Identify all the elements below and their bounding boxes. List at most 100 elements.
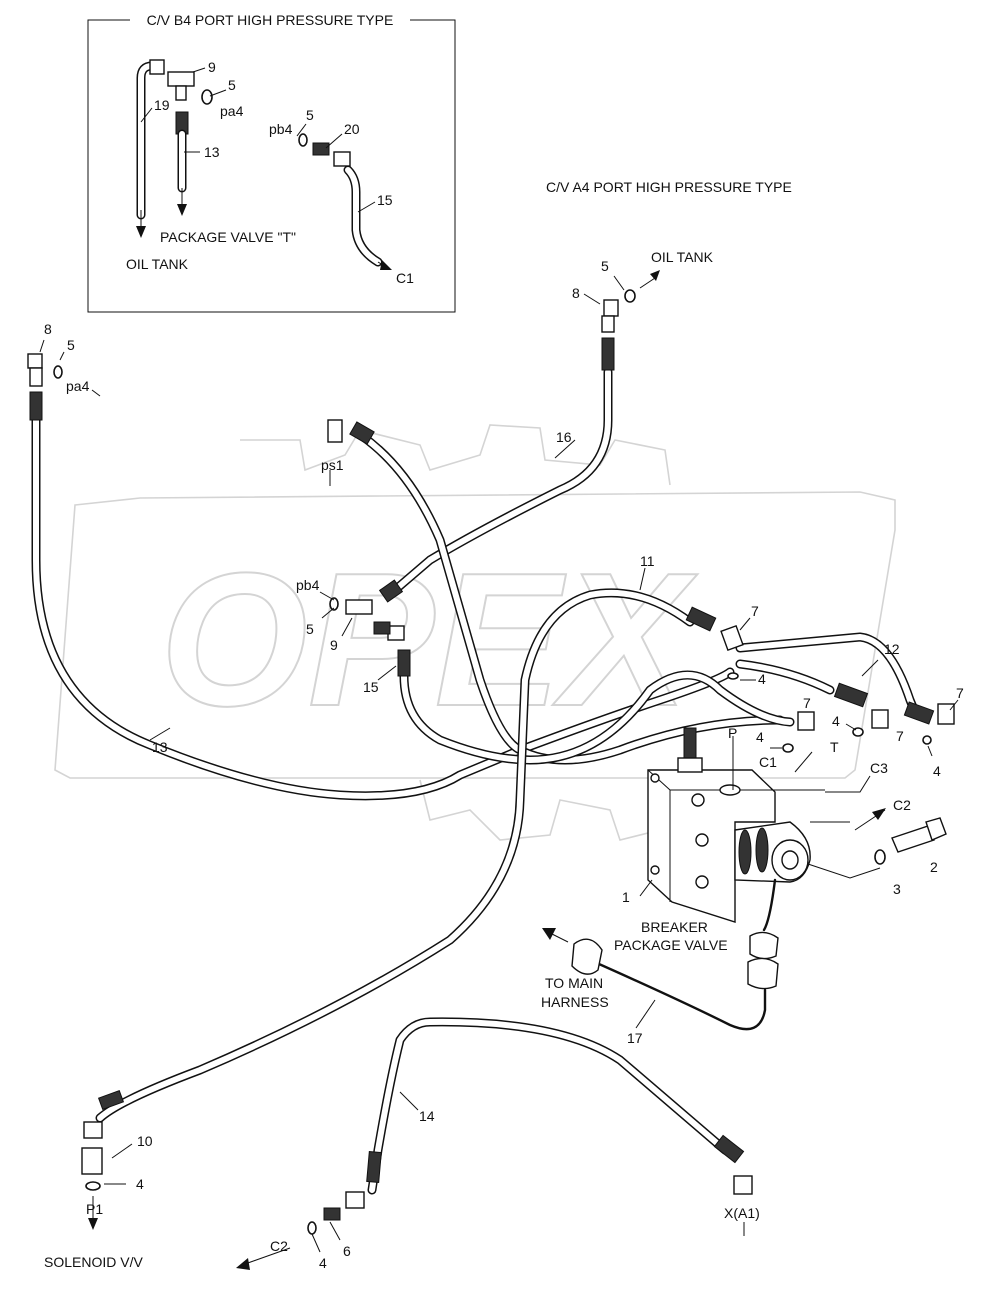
insert-o-ring-5	[201, 89, 213, 105]
label-13: 13	[152, 739, 168, 755]
insert-label-13: 13	[204, 144, 220, 160]
label-p1: P1	[86, 1201, 103, 1217]
label-c2-bottom: C2	[270, 1238, 288, 1254]
label-7-c: 7	[896, 728, 904, 744]
arrow-c2-bottom	[236, 1258, 250, 1270]
bolt-2	[891, 825, 935, 853]
o-ring-4-b	[782, 743, 794, 753]
o-ring-4-e	[85, 1181, 101, 1191]
fitting-x-a1	[733, 1175, 753, 1195]
o-ring-4-d	[922, 735, 932, 745]
insert-label-15: 15	[377, 192, 393, 208]
label-p: P	[728, 725, 737, 741]
label-8-left: 8	[44, 321, 52, 337]
o-ring-5-left	[53, 365, 63, 379]
label-11: 11	[640, 553, 655, 569]
label-c1: C1	[759, 754, 777, 770]
label-solenoid: SOLENOID V/V	[44, 1254, 143, 1270]
connector-main-harness	[571, 938, 603, 975]
label-6: 6	[343, 1243, 351, 1259]
label-breaker-line2: PACKAGE VALVE	[614, 937, 728, 953]
label-t: T	[830, 739, 839, 755]
label-2: 2	[930, 859, 938, 875]
insert-label-c1: C1	[396, 270, 414, 286]
label-17: 17	[627, 1030, 643, 1046]
insert-label-5b: 5	[306, 107, 314, 123]
insert-label-pb4: pb4	[269, 121, 293, 137]
label-5-mid: 5	[306, 621, 314, 637]
hose-13-end	[29, 391, 43, 421]
connector-plug-b	[747, 957, 779, 990]
elbow-fitting-8-left	[27, 353, 43, 369]
label-4-c: 4	[756, 729, 764, 745]
label-5-top: 5	[601, 258, 609, 274]
label-10: 10	[137, 1133, 153, 1149]
label-4-e: 4	[136, 1176, 144, 1192]
label-7-a: 7	[751, 603, 759, 619]
label-8-top: 8	[572, 285, 580, 301]
elbow-fitting-10	[81, 1147, 103, 1175]
hose-16-end	[601, 337, 615, 371]
insert-box-title: C/V B4 PORT HIGH PRESSURE TYPE	[147, 12, 394, 28]
elbow-fitting-7-c	[871, 709, 889, 729]
adapter-fitting-6	[323, 1207, 341, 1221]
label-ps1: ps1	[321, 457, 344, 473]
insert-fitting-elbow	[149, 59, 165, 75]
arrow-to-oil-tank	[136, 226, 146, 238]
label-7-d: 7	[956, 685, 964, 701]
label-x-a1: X(A1)	[724, 1205, 760, 1221]
insert-box-frame	[87, 19, 456, 313]
insert-adapter-20	[312, 142, 330, 156]
insert-tee-fitting-9	[167, 71, 195, 87]
label-4-d: 4	[933, 763, 941, 779]
elbow-fitting-7-b	[797, 711, 815, 731]
insert-label-20: 20	[344, 121, 360, 137]
insert-elbow	[333, 151, 351, 167]
insert-label-5: 5	[228, 77, 236, 93]
label-oil-tank: OIL TANK	[651, 249, 714, 265]
label-c2: C2	[893, 797, 911, 813]
o-ring-4-f	[307, 1221, 317, 1235]
elbow-fitting-8-top	[603, 299, 619, 317]
o-ring-4-a	[727, 672, 739, 680]
labels: 5 OIL TANK 8 8 5 pa4 ps1 16 11 pb4 5 9 1…	[44, 249, 964, 1271]
label-14: 14	[419, 1108, 435, 1124]
label-4-f: 4	[319, 1255, 327, 1271]
arrow-to-package-valve	[177, 204, 187, 216]
label-12: 12	[884, 641, 900, 657]
arrow-oil-tank	[650, 270, 660, 281]
label-to-main-line2: HARNESS	[541, 994, 609, 1010]
washer-3	[874, 849, 886, 865]
connector-plug-a	[749, 931, 779, 960]
label-4-a: 4	[758, 671, 766, 687]
arrow-to-c1	[380, 260, 392, 270]
breaker-package-valve	[647, 727, 947, 923]
insert-o-ring-pb4	[298, 133, 308, 147]
fittings	[27, 270, 955, 1235]
label-c3: C3	[870, 760, 888, 776]
main-title: C/V A4 PORT HIGH PRESSURE TYPE	[546, 179, 792, 195]
wire-harness-17	[542, 878, 779, 1031]
insert-label-oil-tank: OIL TANK	[126, 256, 189, 272]
adapter-fitting	[83, 1121, 103, 1139]
arrow-to-solenoid	[88, 1218, 98, 1230]
elbow-fitting-7-d	[937, 703, 955, 725]
insert-label-19: 19	[154, 97, 170, 113]
label-3: 3	[893, 881, 901, 897]
label-7-b: 7	[803, 695, 811, 711]
label-pa4-left: pa4	[66, 378, 90, 394]
label-1: 1	[622, 889, 630, 905]
insert-label-package-valve-t: PACKAGE VALVE "T"	[160, 229, 296, 245]
leader-lines	[39, 275, 959, 1270]
elbow-fitting-7-a	[720, 624, 744, 652]
insert-box: C/V B4 PORT HIGH PRESSURE TYPE	[87, 12, 456, 313]
label-9-mid: 9	[330, 637, 338, 653]
o-ring-pb4-mid	[329, 597, 339, 611]
o-ring-5-top	[624, 289, 636, 303]
label-16: 16	[556, 429, 572, 445]
label-4-b: 4	[832, 713, 840, 729]
label-5-left: 5	[67, 337, 75, 353]
opex-watermark: OPEX	[54, 424, 896, 841]
hoses	[29, 337, 935, 1195]
